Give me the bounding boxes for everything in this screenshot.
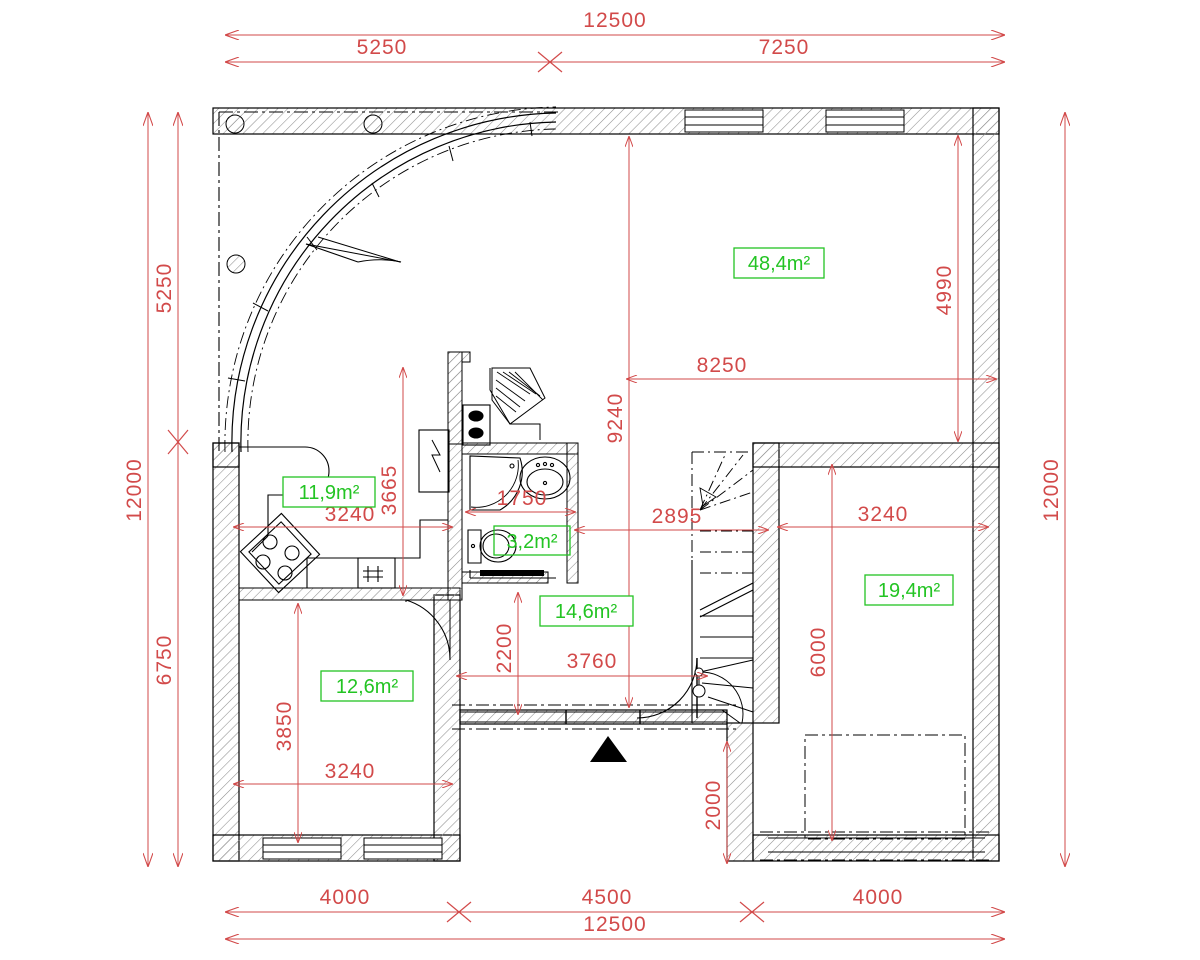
dimension-labels: 12500 5250 7250 4000 4500 4000 12500 120… — [123, 9, 1063, 936]
car-outline — [804, 734, 966, 840]
room-area-bedroom: 12,6m² — [336, 676, 399, 698]
wall-right — [972, 107, 1000, 862]
wall-garage-top — [752, 442, 1000, 468]
sink-icon — [357, 557, 396, 589]
staircase — [691, 451, 754, 724]
dim-top-chain — [226, 51, 1004, 73]
dim-label-top-outer: 12500 — [583, 9, 646, 32]
wall-entry-left — [433, 594, 461, 862]
terrace-column-3 — [226, 254, 246, 274]
dim-bottom-chain — [226, 901, 1004, 923]
terrace-column-1 — [225, 114, 245, 134]
dim-label-bottom-4000-a: 4000 — [320, 886, 371, 909]
garage-details — [760, 734, 992, 861]
room-area-garage: 19,4m² — [878, 580, 941, 602]
garage-door — [760, 831, 992, 861]
dim-label-9240: 9240 — [604, 393, 627, 444]
room-label-bath: 3,2m² — [493, 525, 571, 556]
dim-label-left-outer: 12000 — [123, 458, 146, 521]
window-top-2 — [825, 109, 905, 133]
dim-label-3240-bedroom: 3240 — [325, 760, 376, 783]
dim-label-3760: 3760 — [567, 650, 618, 673]
dim-label-bottom-4000-b: 4000 — [853, 886, 904, 909]
dim-label-4990: 4990 — [933, 265, 956, 316]
washbasin-icon — [519, 456, 571, 500]
bath-door — [469, 570, 556, 579]
dim-label-left-6750: 6750 — [153, 635, 176, 686]
entrance-door — [452, 704, 740, 730]
window-bottom-1 — [262, 837, 342, 860]
toilet-icon — [467, 529, 517, 564]
dim-label-2000: 2000 — [702, 780, 725, 831]
room-area-labels: 48,4m² 11,9m² 3,2m² 14,6m² 12,6m² 19,4m² — [282, 247, 954, 702]
kitchen-fixtures — [239, 367, 546, 594]
dim-label-left-5250: 5250 — [153, 263, 176, 314]
dim-label-8250: 8250 — [697, 354, 748, 377]
terrace-column-2 — [363, 114, 383, 134]
entrance-direction-marker — [590, 736, 627, 762]
room-label-kitchen: 11,9m² — [282, 476, 376, 508]
dim-label-2200: 2200 — [493, 623, 516, 674]
dim-label-6000: 6000 — [807, 627, 830, 678]
dim-label-right-outer: 12000 — [1040, 458, 1063, 521]
window-top-1 — [684, 109, 764, 133]
windows-group — [262, 109, 905, 860]
dim-label-3665: 3665 — [378, 465, 401, 516]
room-area-kitchen: 11,9m² — [299, 482, 360, 504]
terrace-door — [305, 236, 402, 263]
room-label-bedroom: 12,6m² — [320, 670, 414, 702]
room-area-bath: 3,2m² — [506, 531, 557, 553]
dim-label-top-7250: 7250 — [759, 36, 810, 59]
dim-label-bottom-4500: 4500 — [582, 886, 633, 909]
room-label-living: 48,4m² — [733, 247, 825, 279]
cooktop-icon — [239, 512, 321, 594]
room-label-hall: 14,6m² — [539, 595, 634, 627]
dim-label-3850: 3850 — [273, 701, 296, 752]
wall-kitchen-bottom — [238, 587, 461, 601]
dim-label-3240-garage: 3240 — [858, 503, 909, 526]
dim-label-3240-kitchen: 3240 — [325, 503, 376, 526]
bath-fixtures — [467, 455, 571, 579]
window-bottom-2 — [363, 837, 443, 860]
entrance-area — [452, 704, 740, 762]
room-area-living: 48,4m² — [748, 253, 811, 275]
door-bedroom — [405, 599, 451, 661]
wall-left — [212, 442, 240, 862]
wall-bath — [461, 442, 579, 584]
wall-stove-nook — [447, 351, 471, 445]
dim-label-bottom-outer: 12500 — [583, 913, 646, 936]
wall-entry-right — [726, 722, 754, 862]
room-area-hall: 14,6m² — [555, 601, 618, 623]
fridge-icon — [418, 429, 450, 493]
dim-left-chain — [167, 113, 189, 866]
room-label-garage: 19,4m² — [864, 574, 954, 606]
dim-label-top-5250: 5250 — [357, 36, 408, 59]
dim-label-2895: 2895 — [652, 505, 703, 528]
stove-unit-icon — [462, 404, 491, 446]
terrace-area — [218, 106, 560, 455]
dim-label-1750: 1750 — [497, 487, 548, 510]
door-hall-living — [636, 657, 698, 719]
wall-terrace-stub — [212, 442, 240, 468]
wall-hall-right — [752, 442, 780, 724]
hood-icon — [489, 367, 546, 440]
